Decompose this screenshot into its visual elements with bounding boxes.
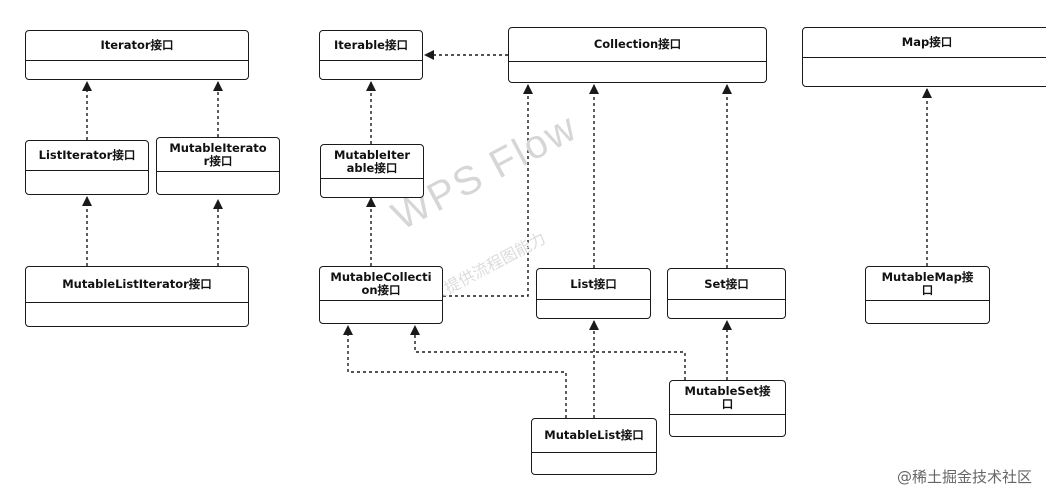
edge-mutable-list-to-mutable-collection bbox=[343, 325, 567, 418]
node-mutable-iterator[interactable]: MutableIterato r接口 bbox=[156, 137, 280, 195]
node-mutable-list-iterator[interactable]: MutableListIterator接口 bbox=[25, 266, 249, 327]
node-mutable-collection[interactable]: MutableCollecti on接口 bbox=[319, 266, 443, 324]
source-credit: @稀土掘金技术社区 bbox=[896, 468, 1032, 486]
node-set-title: Set接口 bbox=[668, 269, 785, 300]
node-mutable-iterable-title: MutableIter able接口 bbox=[321, 145, 423, 179]
node-mutable-map[interactable]: MutableMap接 口 bbox=[865, 266, 990, 324]
node-iterator-title: Iterator接口 bbox=[26, 31, 248, 61]
node-mutable-map-title: MutableMap接 口 bbox=[866, 267, 989, 301]
node-collection-title: Collection接口 bbox=[509, 28, 766, 62]
node-mutable-iterator-title: MutableIterato r接口 bbox=[157, 138, 279, 172]
node-mutable-collection-title: MutableCollecti on接口 bbox=[320, 267, 442, 301]
node-map[interactable]: Map接口 bbox=[802, 27, 1046, 87]
node-list[interactable]: List接口 bbox=[536, 268, 651, 319]
node-mutable-iterable[interactable]: MutableIter able接口 bbox=[320, 144, 424, 198]
node-mutable-set-title: MutableSet接 口 bbox=[670, 381, 785, 415]
node-collection[interactable]: Collection接口 bbox=[508, 27, 767, 83]
node-set[interactable]: Set接口 bbox=[667, 268, 786, 319]
edge-mutable-collection-to-collection bbox=[443, 84, 533, 297]
node-list-iterator[interactable]: ListIterator接口 bbox=[25, 140, 149, 195]
node-list-title: List接口 bbox=[537, 269, 650, 300]
node-mutable-list-iterator-title: MutableListIterator接口 bbox=[26, 267, 248, 303]
node-list-iterator-title: ListIterator接口 bbox=[26, 141, 148, 171]
node-map-title: Map接口 bbox=[803, 28, 1046, 58]
node-iterator[interactable]: Iterator接口 bbox=[25, 30, 249, 80]
edge-mutable-set-to-mutable-collection bbox=[410, 325, 686, 380]
edge-layer bbox=[82, 50, 932, 418]
node-mutable-set[interactable]: MutableSet接 口 bbox=[669, 380, 786, 437]
node-mutable-list[interactable]: MutableList接口 bbox=[531, 418, 657, 475]
node-iterable[interactable]: Iterable接口 bbox=[319, 30, 423, 80]
node-mutable-list-title: MutableList接口 bbox=[532, 419, 656, 453]
node-iterable-title: Iterable接口 bbox=[320, 31, 422, 61]
